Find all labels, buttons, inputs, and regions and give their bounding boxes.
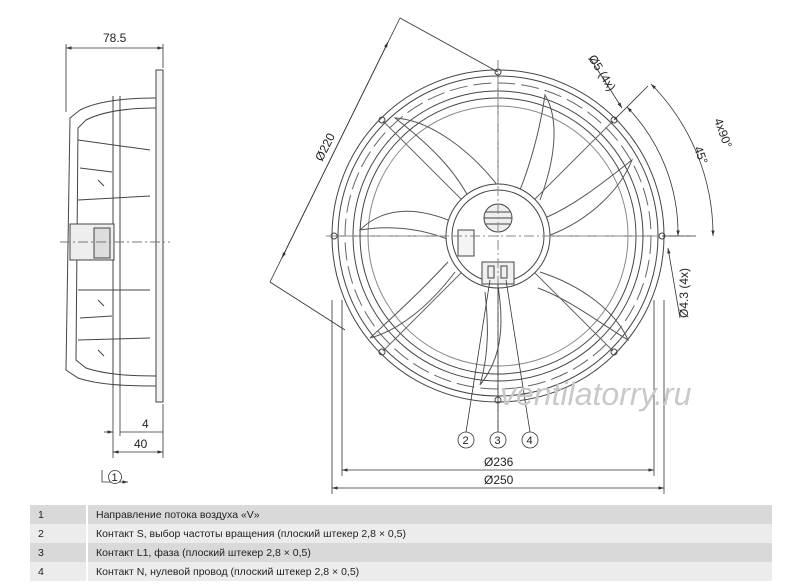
diameter-dimensions (331, 300, 665, 494)
contact-callouts (457, 279, 539, 449)
angle-45-label: 45° (691, 144, 710, 166)
depth-label: 78.5 (103, 31, 127, 45)
legend-number: 1 (30, 505, 88, 524)
legend-row: 4 Контакт N, нулевой провод (плоский ште… (30, 562, 772, 581)
hole-43-label: Ø4.3 (4x) (677, 268, 691, 318)
height-label: 40 (134, 437, 148, 451)
depth-dimension (65, 44, 164, 112)
angle-90-label: 4x90° (711, 116, 735, 150)
bottom-dimensions (104, 388, 164, 458)
dia-250-label: Ø250 (484, 473, 514, 487)
callout-2: 2 (463, 435, 469, 447)
flange-thickness-label: 4 (142, 417, 149, 431)
legend-text: Контакт N, нулевой провод (плоский штеке… (87, 562, 772, 581)
airflow-arrow (101, 470, 128, 484)
fan-technical-drawing: 78.5 4 40 1 (60, 17, 735, 494)
callout-4: 4 (527, 435, 533, 447)
legend-row: 3 Контакт L1, фаза (плоский штекер 2,8 ×… (30, 543, 772, 562)
legend-row: 1 Направление потока воздуха «V» (30, 505, 772, 524)
watermark: ventilatorry.ru (500, 376, 692, 412)
hole-5-label: Ø5 (4x) (585, 52, 618, 93)
legend-number: 3 (30, 543, 88, 562)
legend-number: 2 (30, 524, 88, 543)
legend-text: Контакт L1, фаза (плоский штекер 2,8 × 0… (87, 543, 772, 562)
dia-236-label: Ø236 (484, 455, 514, 469)
legend-text: Контакт S, выбор частоты вращения (плоск… (87, 524, 772, 543)
bolt-circle-dimension (269, 17, 499, 331)
side-view (60, 69, 170, 403)
bolt-circle-label: Ø220 (312, 131, 338, 164)
hole-5-leader (589, 57, 649, 121)
legend-number: 4 (30, 562, 88, 581)
callout-1: 1 (112, 472, 118, 484)
legend-row: 2 Контакт S, выбор частоты вращения (пло… (30, 524, 772, 543)
hole-43-leader (662, 235, 696, 319)
angle-dimensions (626, 83, 715, 237)
legend-table: 1 Направление потока воздуха «V» 2 Конта… (30, 505, 772, 581)
callout-3: 3 (495, 435, 501, 447)
legend-text: Направление потока воздуха «V» (87, 505, 772, 524)
